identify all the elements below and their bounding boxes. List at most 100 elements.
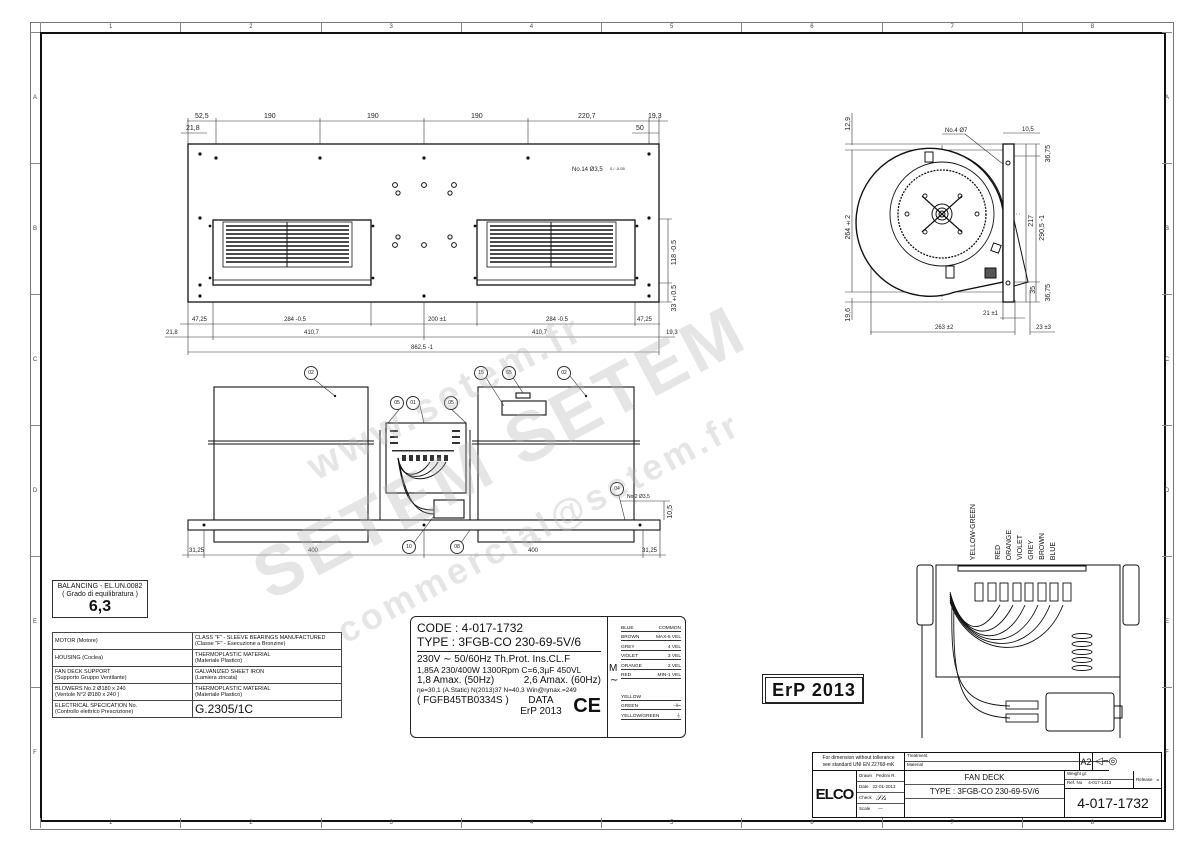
motor-nameplate: CODE : 4-017-1732 TYPE : 3FGB-CO 230-69-… xyxy=(410,616,608,738)
spec-value: CLASS "F" - SLEEVE BEARINGS MANUFACTURED xyxy=(195,635,326,641)
spec-value-cell: THERMOPLASTIC MATERIAL(Materiale Plastic… xyxy=(192,649,342,667)
dim-label: 263 ±2 xyxy=(935,325,954,331)
nameplate-line1: 230V ∼ 50/60Hz Th.Prot. Ins.CL.F xyxy=(417,654,571,665)
projection-symbol-icon: ◁−◎ xyxy=(1095,756,1118,767)
wire-function: 4 VEL xyxy=(667,644,681,650)
spec-value: THERMOPLASTIC MATERIAL xyxy=(195,652,271,658)
zone-ruler-right: A B C D E F xyxy=(1162,32,1172,818)
dim-label: 52,5 xyxy=(195,113,209,120)
zone-label: 4 xyxy=(460,22,601,32)
callout-bubble: 02 xyxy=(557,366,571,380)
zone-label: 1 xyxy=(40,22,180,32)
hole-tolerance: 0 / -0.05 xyxy=(610,166,625,171)
zone-ruler-top: 1 2 3 4 5 6 7 8 xyxy=(40,22,1162,32)
zone-label: 7 xyxy=(881,22,1022,32)
wire-function: COMMON xyxy=(658,625,681,631)
wire-color: YELLOW xyxy=(621,694,641,700)
dim-label: 400 xyxy=(528,548,539,554)
spec-value-cell: GALVANIZED SHEET IRON(Lamiera zincata) xyxy=(192,666,342,684)
dim-label: 31,25 xyxy=(189,548,205,554)
nameplate-erp: ErP 2013 xyxy=(520,706,562,717)
zone-label: C xyxy=(1162,294,1172,425)
zone-label: B xyxy=(30,163,40,294)
drawn-value: Pedrini R. xyxy=(876,773,896,778)
wire-function: 3 VEL xyxy=(667,654,681,659)
wire-color: RED xyxy=(621,673,632,678)
spec-value-it: (Materiale Plastico) xyxy=(195,692,243,698)
dim-label: 19,3 xyxy=(648,113,662,120)
spec-label-cell: HOUSING (Coclea) xyxy=(52,649,193,667)
spec-label: ELECTRICAL SPECICATION No. xyxy=(55,703,138,709)
zone-label: 7 xyxy=(881,818,1022,828)
callout-bubble: 01 xyxy=(406,396,420,410)
zone-label: F xyxy=(30,687,40,818)
table-row: MOTOR (Motore) CLASS "F" - SLEEVE BEARIN… xyxy=(52,632,342,650)
nameplate-data-block: DATA ErP 2013 xyxy=(520,695,562,717)
spec-label: FAN DECK SUPPORT xyxy=(55,669,111,675)
drawing-type: TYPE : 3FGB-CO 230-69-5V/6 xyxy=(905,785,1064,799)
company-logo: ELCO xyxy=(813,771,857,817)
wire-color: VIOLET xyxy=(621,654,639,659)
nameplate-serial: ( FGFB45TB0334S ) xyxy=(417,695,509,706)
dim-label: 50 xyxy=(636,125,644,132)
spec-label: HOUSING (Coclea) xyxy=(55,655,103,661)
dim-label: 190 xyxy=(367,113,379,120)
erp-badge: ErP 2013 xyxy=(762,674,864,704)
material-field: Material xyxy=(905,762,1109,771)
table-row: HOUSING (Coclea) THERMOPLASTIC MATERIAL(… xyxy=(52,649,342,667)
nameplate-efficiency: ηe=30,1 (A.Static) N(2013)37 N=40,3 Win@… xyxy=(417,687,577,694)
spec-value-it: (Materiale Plastico) xyxy=(195,658,243,664)
dim-label: 400 xyxy=(308,548,319,554)
callout-bubble: 15 xyxy=(474,366,488,380)
spec-label: MOTOR (Motore) xyxy=(55,638,98,644)
zone-label: D xyxy=(30,425,40,556)
zone-label: A xyxy=(1162,32,1172,163)
spec-value-it: (Classe "F" - Esecuzione a Bronzine) xyxy=(195,641,286,647)
zone-label: 5 xyxy=(601,818,741,828)
zone-label: E xyxy=(1162,556,1172,687)
callout-bubble: 04 xyxy=(610,482,624,496)
dim-label: 410,7 xyxy=(532,330,548,336)
spec-value-cell: THERMOPLASTIC MATERIAL(Materiale Plastic… xyxy=(192,683,342,701)
zone-ruler-left: A B C D E F xyxy=(30,32,40,818)
motor-symbol: M xyxy=(609,663,618,674)
zone-label: 3 xyxy=(320,22,461,32)
drawing-border xyxy=(40,32,1166,822)
wire-row: VIOLET 3 VEL xyxy=(621,651,681,660)
callout-bubble: 08 xyxy=(450,540,464,554)
electrical-spec-number: G.2305/1C xyxy=(195,702,254,716)
scale-label: Scale xyxy=(859,806,871,811)
wire-color: BLUE xyxy=(621,625,634,631)
dim-label: 21,8 xyxy=(186,125,200,132)
dim-label: 47,25 xyxy=(192,317,208,323)
hole-note: No.2 Ø3,5 xyxy=(627,494,650,500)
spec-value-cell: CLASS "F" - SLEEVE BEARINGS MANUFACTURED… xyxy=(192,632,342,650)
dim-label: 23 ±3 xyxy=(1036,325,1051,331)
ref-label: Ref. No xyxy=(1067,780,1083,785)
spec-label-it: (Controllo elettrico Prescrizione) xyxy=(55,709,134,715)
material-spec-table: MOTOR (Motore) CLASS "F" - SLEEVE BEARIN… xyxy=(52,632,342,718)
spec-label-it: (Supporto Gruppo Ventilante) xyxy=(55,675,127,681)
callout-bubble: 05 xyxy=(444,396,458,410)
zone-label: 1 xyxy=(40,818,180,828)
balancing-value: 6,3 xyxy=(88,598,112,615)
dim-label: 284 -0.5 xyxy=(284,317,307,323)
dim-label: 21,8 xyxy=(166,330,178,336)
ce-mark-icon: CE xyxy=(573,695,601,717)
dim-label: 862,5 -1 xyxy=(411,345,434,351)
dim-label: 31,25 xyxy=(642,548,658,554)
zone-label: 6 xyxy=(741,818,881,828)
check-label: Check xyxy=(859,795,872,800)
amax-60hz: 2,6 Amax. (60Hz) xyxy=(523,675,601,686)
spec-label-cell: BLOWERS No.2 Ø180 x 240(Ventole N°2 Ø180… xyxy=(52,683,193,701)
